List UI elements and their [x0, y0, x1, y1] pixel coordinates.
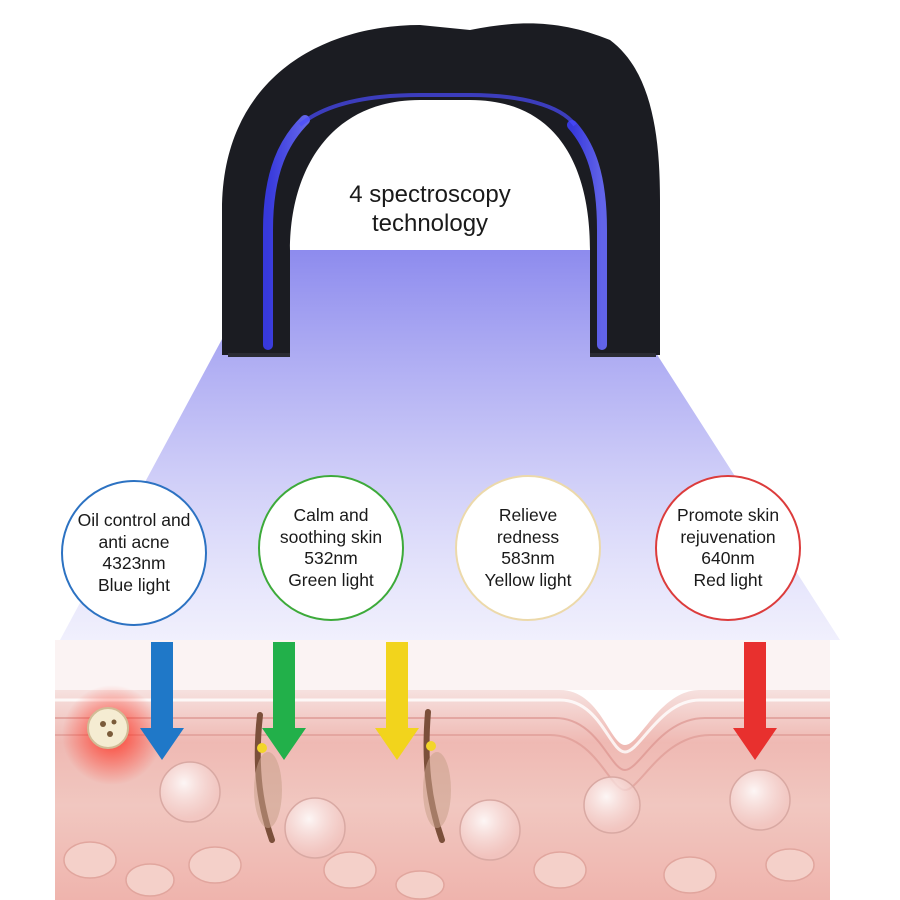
heading-line-1: 4 spectroscopy: [349, 181, 511, 208]
blue-light-circle: Oil control and anti acne 4323nm Blue li…: [61, 480, 207, 626]
yellow-light-circle: Relieve redness 583nm Yellow light: [455, 475, 601, 621]
heading-line-2: technology: [371, 210, 489, 237]
skin-cross-section: [55, 640, 830, 900]
green-arrow-icon: [262, 642, 306, 760]
circle-line: Blue light: [98, 574, 170, 595]
technology-heading: 4 spectroscopy technology: [300, 180, 560, 238]
skin-cells: [63, 841, 815, 900]
arrow-shape: [733, 642, 777, 760]
yellow-arrow-icon: [375, 642, 419, 760]
arrow-shape: [375, 642, 419, 760]
circle-line: rejuvenation: [680, 526, 776, 547]
circle-line: Relieve: [498, 505, 558, 525]
hair-follicle: [423, 709, 451, 843]
circle-line: Yellow light: [484, 569, 572, 590]
arrow-shape: [140, 642, 184, 760]
circle-line: Promote skin: [676, 505, 780, 525]
circle-line: Oil control and: [77, 510, 191, 530]
red-light-circle: Promote skin rejuvenation 640nm Red ligh…: [655, 475, 801, 621]
circle-line: 583nm: [501, 548, 555, 568]
green-light-circle: Calm and soothing skin 532nm Green light: [258, 475, 404, 621]
circle-line: Calm and: [293, 505, 369, 525]
hair-follicle: [254, 712, 282, 843]
arrow-shape: [262, 642, 306, 760]
collagen-bubbles: [159, 761, 791, 861]
circle-line: Red light: [693, 569, 763, 590]
circle-line: anti acne: [98, 531, 170, 552]
circle-line: 532nm: [304, 548, 358, 568]
circle-line: Green light: [288, 569, 374, 590]
red-arrow-icon: [733, 642, 777, 760]
acne-spot: [62, 685, 162, 785]
circle-line: 4323nm: [102, 553, 166, 573]
blue-arrow-icon: [140, 642, 184, 760]
circle-line: soothing skin: [279, 526, 383, 547]
circle-line: 640nm: [701, 548, 755, 568]
led-mask-device: [222, 23, 660, 357]
circle-line: redness: [496, 526, 560, 547]
